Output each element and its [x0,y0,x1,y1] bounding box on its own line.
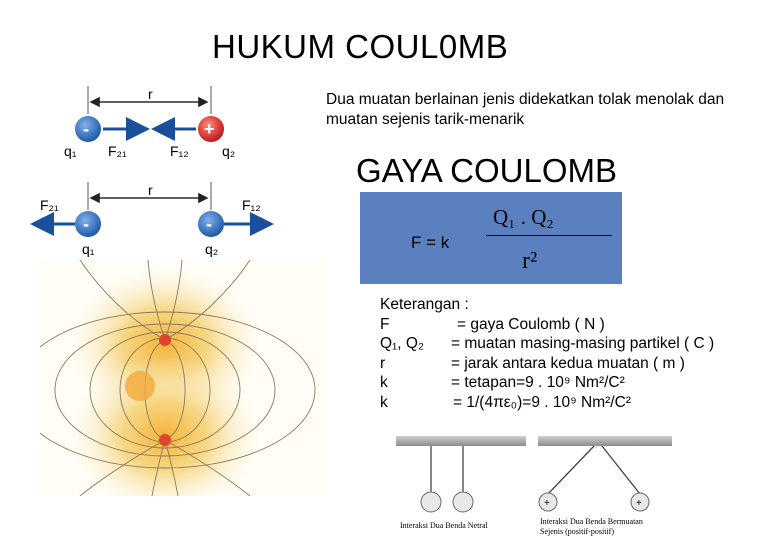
svg-text:q₂: q₂ [205,241,218,257]
legend-term: k [380,393,388,413]
legend-term: r [380,354,385,374]
caption-charged-1: Interaksi Dua Benda Bermuatan [540,517,643,526]
page-title: HUKUM COUL0MB [212,28,508,66]
legend-definition: = jarak antara kedua muatan ( m ) [451,354,685,374]
r-label: r [148,86,153,102]
legend-term: Q₁, Q₂ [380,334,424,354]
electroscope-illustration: Interaksi Dua Benda Netral + + Interaksi… [388,432,678,540]
formula-lhs: F = k [411,233,449,253]
description-text: Dua muatan berlainan jenis didekatkan to… [326,90,746,130]
svg-text:F₁₂: F₁₂ [242,197,261,213]
q2-label: q₂ [222,143,235,159]
svg-text:r: r [148,182,153,198]
repulsion-diagram: r F₂₁ F₁₂ - - q₁ q₂ [36,182,268,257]
svg-text:-: - [83,214,89,234]
legend-heading: Keterangan : [380,295,469,315]
svg-text:+: + [636,498,642,509]
caption-charged-2: Sejenis (positif-positif) [540,527,614,536]
f21-label: F₂₁ [108,143,127,159]
legend-definition: = gaya Coulomb ( N ) [457,315,605,335]
electric-field-illustration [40,260,326,496]
legend-definition: = tetapan=9 . 10⁹ Nm²/C² [451,373,625,393]
f12-label: F₁₂ [170,143,189,159]
field-charge-top [159,334,171,346]
legend-definition: = 1/(4πε₀)=9 . 10⁹ Nm²/C² [453,393,631,413]
formula-numerator: Q₁ . Q₂ [493,205,554,230]
svg-text:-: - [83,119,89,139]
attraction-diagram: r - + q₁ F₂₁ F₁₂ q₂ [64,86,235,159]
legend-term: F [380,315,389,335]
svg-text:+: + [544,498,550,509]
legend-definition: = muatan masing-masing partikel ( C ) [451,334,714,354]
charged-pair: + + Interaksi Dua Benda Bermuatan Sejeni… [538,436,672,536]
caption-neutral: Interaksi Dua Benda Netral [400,521,489,530]
formula-box [360,192,622,284]
svg-text:q₁: q₁ [82,241,95,257]
section-title: GAYA COULOMB [356,152,617,190]
field-charge-bottom [159,434,171,446]
legend-term: k [380,373,388,393]
svg-text:+: + [204,119,215,139]
neutral-pair: Interaksi Dua Benda Netral [396,436,526,530]
svg-text:-: - [206,214,212,234]
charge-force-diagrams: r - + q₁ F₂₁ F₁₂ q₂ r F₂₁ F₁₂ - - q₁ q₂ [30,84,290,264]
formula-denominator: r² [522,248,537,275]
svg-text:F₂₁: F₂₁ [40,197,59,213]
q1-label: q₁ [64,143,77,159]
fraction-line [486,235,612,236]
